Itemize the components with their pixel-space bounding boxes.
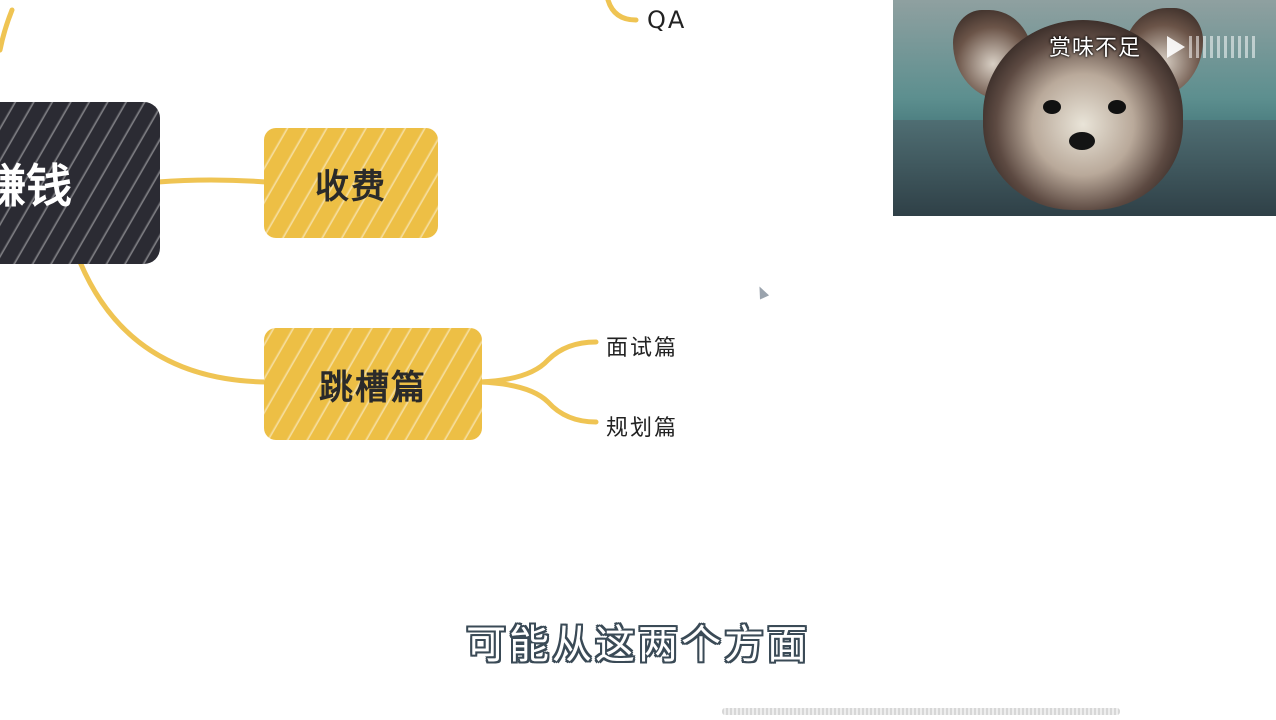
connector-root-shoufei [155,177,269,185]
play-icon [1167,36,1185,58]
red-panda-face [983,20,1183,210]
video-subtitle: 可能从这两个方面 [466,622,810,668]
webcam-video-overlay: 赏味不足 [893,0,1276,216]
branch-node-tiaocao[interactable]: 跳槽篇 [264,328,482,440]
panda-eye-right [1108,100,1126,114]
panda-nose [1069,132,1095,150]
branch-node-label: 跳槽篇 [319,367,427,408]
connector-root-tiaocao [77,259,269,385]
connector-qa [605,0,639,23]
root-node-label: 赚钱 [0,159,72,213]
video-caption: 赏味不足 [1049,36,1142,61]
leaf-node-guihua[interactable]: 规划篇 [606,416,679,441]
connector-tiaocao-guihua [477,379,599,425]
connector-tiaocao-mianshi [477,339,599,385]
root-node[interactable]: 赚钱 [0,102,160,264]
watermark-glyphs [1189,36,1259,58]
branch-node-label: 收费 [315,166,387,207]
panda-eye-left [1043,100,1061,114]
leaf-node-qa[interactable]: QA [647,6,687,34]
leaf-node-mianshi[interactable]: 面试篇 [606,336,679,361]
branch-node-shoufei[interactable]: 收费 [264,128,438,238]
connector-top-left [0,7,15,53]
horizontal-scrollbar[interactable] [722,708,1120,715]
